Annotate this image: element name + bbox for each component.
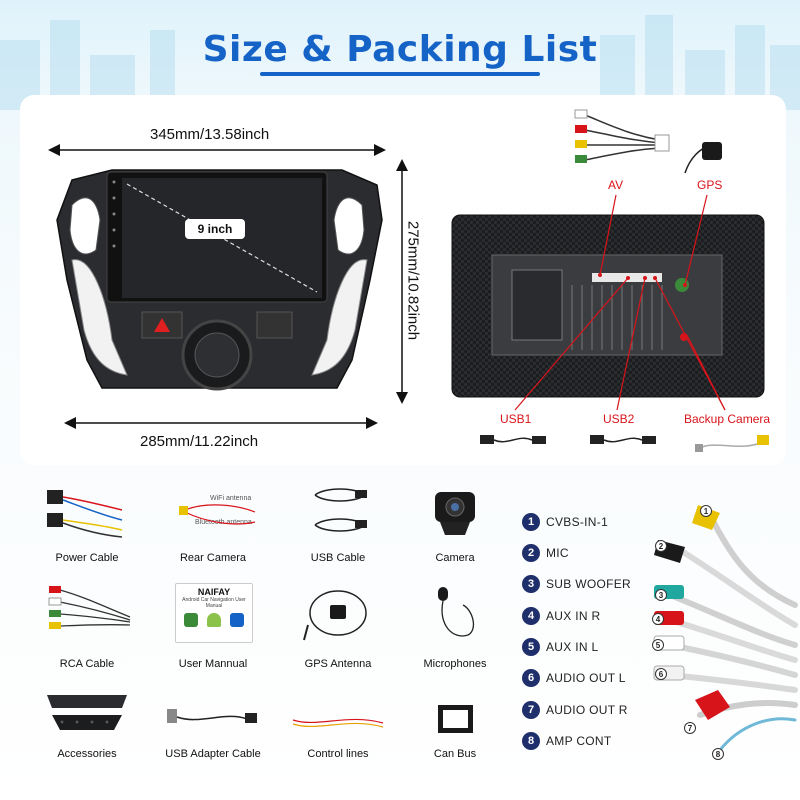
item-label-rear-camera: Rear Camera xyxy=(179,552,247,564)
title-underline xyxy=(260,72,540,76)
item-label-control-lines: Control lines xyxy=(307,748,369,760)
page-title: Size & Packing List xyxy=(202,29,598,70)
rca-legend-item: 8 AMP CONT xyxy=(522,731,612,751)
cable-number-marker: 3 xyxy=(655,589,667,601)
cable-number-marker: 6 xyxy=(655,668,667,680)
android-auto-icon xyxy=(230,613,245,627)
legend-number: 5 xyxy=(522,638,540,656)
rca-legend-item: 3 SUB WOOFER xyxy=(522,574,631,594)
usb2-callout: USB2 xyxy=(603,412,635,426)
rca-legend-item: 2 MIC xyxy=(522,543,569,563)
legend-label: MIC xyxy=(546,546,569,560)
usb2-cable-image xyxy=(590,435,656,444)
legend-number: 6 xyxy=(522,669,540,687)
legend-number: 1 xyxy=(522,513,540,531)
rear-camera-cable-image: WiFi antenna Bluetooth antenna xyxy=(179,495,256,526)
usb1-cable-image xyxy=(480,435,546,444)
cable-number-marker: 4 xyxy=(652,613,664,625)
power-cable-image xyxy=(47,490,123,538)
legend-number: 7 xyxy=(522,701,540,719)
manual-subtitle: Android Car Navigation User Manual xyxy=(182,597,246,609)
screen-size-badge: 9 inch xyxy=(185,219,245,239)
title-block: Size & Packing List xyxy=(200,22,600,78)
usb-cable-image xyxy=(314,488,367,532)
backup-camera-callout: Backup Camera xyxy=(684,412,771,426)
can-bus-image xyxy=(438,705,473,733)
legend-number: 3 xyxy=(522,575,540,593)
legend-label: SUB WOOFER xyxy=(546,577,632,591)
manual-brand: NAIFAY xyxy=(197,587,231,597)
wifi-antenna-label: WiFi antenna xyxy=(210,495,251,502)
cable-number-marker: 2 xyxy=(655,540,667,552)
cable-number-marker: 7 xyxy=(684,722,696,734)
rca-legend-item: 1 CVBS-IN-1 xyxy=(522,512,608,532)
accessories-image xyxy=(47,695,127,730)
microphone-image xyxy=(438,587,475,637)
legend-label: AUX IN R xyxy=(546,609,601,623)
backup-camera-cable-image xyxy=(695,435,769,452)
usb1-callout: USB1 xyxy=(500,412,532,426)
screen-size-label: 9 inch xyxy=(197,222,233,236)
carplay-icon xyxy=(183,613,198,627)
item-label-camera: Camera xyxy=(435,552,475,564)
legend-number: 4 xyxy=(522,607,540,625)
user-manual-image: NAIFAY Android Car Navigation User Manua… xyxy=(175,583,253,643)
av-callout: AV xyxy=(608,178,624,192)
item-label-rca-cable: RCA Cable xyxy=(59,658,115,670)
legend-number: 2 xyxy=(522,544,540,562)
gps-antenna-image xyxy=(303,590,367,641)
legend-label: AUDIO OUT R xyxy=(546,703,628,717)
legend-label: CVBS-IN-1 xyxy=(546,515,609,529)
top-width-label: 345mm/13.58inch xyxy=(150,126,270,143)
bottom-width-label: 285mm/11.22inch xyxy=(140,433,259,450)
android-icon xyxy=(206,613,221,627)
rca-cable-bundle-image xyxy=(653,505,798,752)
rca-legend-item: 4 AUX IN R xyxy=(522,606,600,626)
item-label-usb-adapter-cable: USB Adapter Cable xyxy=(165,748,261,760)
cable-number-marker: 5 xyxy=(652,639,664,651)
item-label-power-cable: Power Cable xyxy=(55,552,119,564)
item-label-microphones: Microphones xyxy=(423,658,487,670)
legend-number: 8 xyxy=(522,732,540,750)
rca-cable-image xyxy=(48,586,131,629)
camera-image xyxy=(435,492,475,535)
legend-label: AUX IN L xyxy=(546,640,599,654)
item-label-gps-antenna: GPS Antenna xyxy=(304,658,372,670)
gps-callout: GPS xyxy=(697,178,723,192)
legend-label: AMP CONT xyxy=(546,734,612,748)
head-unit-back xyxy=(451,214,765,398)
av-cable-image xyxy=(574,109,670,163)
cable-number-marker: 8 xyxy=(712,748,724,760)
item-label-can-bus: Can Bus xyxy=(433,748,477,760)
usb-adapter-cable-image xyxy=(167,709,257,723)
legend-label: AUDIO OUT L xyxy=(546,671,626,685)
rca-legend-item: 5 AUX IN L xyxy=(522,637,598,657)
item-label-accessories: Accessories xyxy=(57,748,117,760)
item-label-user-manual: User Mannual xyxy=(178,658,248,670)
rca-legend-item: 7 AUDIO OUT R xyxy=(522,700,628,720)
rca-legend-item: 6 AUDIO OUT L xyxy=(522,668,626,688)
cable-number-marker: 1 xyxy=(700,505,712,517)
control-lines-image xyxy=(292,718,384,728)
item-label-usb-cable: USB Cable xyxy=(310,552,366,564)
gps-module-image xyxy=(684,142,722,174)
